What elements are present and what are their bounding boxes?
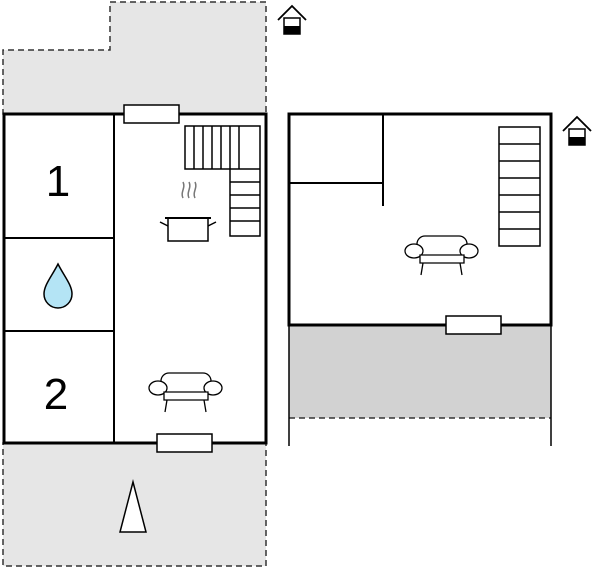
balcony-door — [445, 315, 502, 335]
water-drop-icon — [43, 262, 73, 309]
stairs-icon — [184, 125, 261, 237]
balcony-area — [289, 325, 551, 418]
north-arrow-icon — [119, 479, 147, 533]
house-entrance-icon — [277, 4, 307, 35]
cooking-pot-icon — [159, 181, 217, 242]
sofa-icon — [148, 372, 223, 413]
garden-door — [156, 433, 213, 453]
house-entrance-icon — [562, 115, 592, 146]
terrace-area — [2, 1, 267, 115]
entrance-door — [123, 104, 180, 124]
room-1-label: 1 — [46, 157, 70, 206]
ladder-stairs-icon — [498, 126, 541, 247]
room-2-label: 2 — [44, 370, 68, 419]
sofa-icon — [404, 235, 479, 276]
